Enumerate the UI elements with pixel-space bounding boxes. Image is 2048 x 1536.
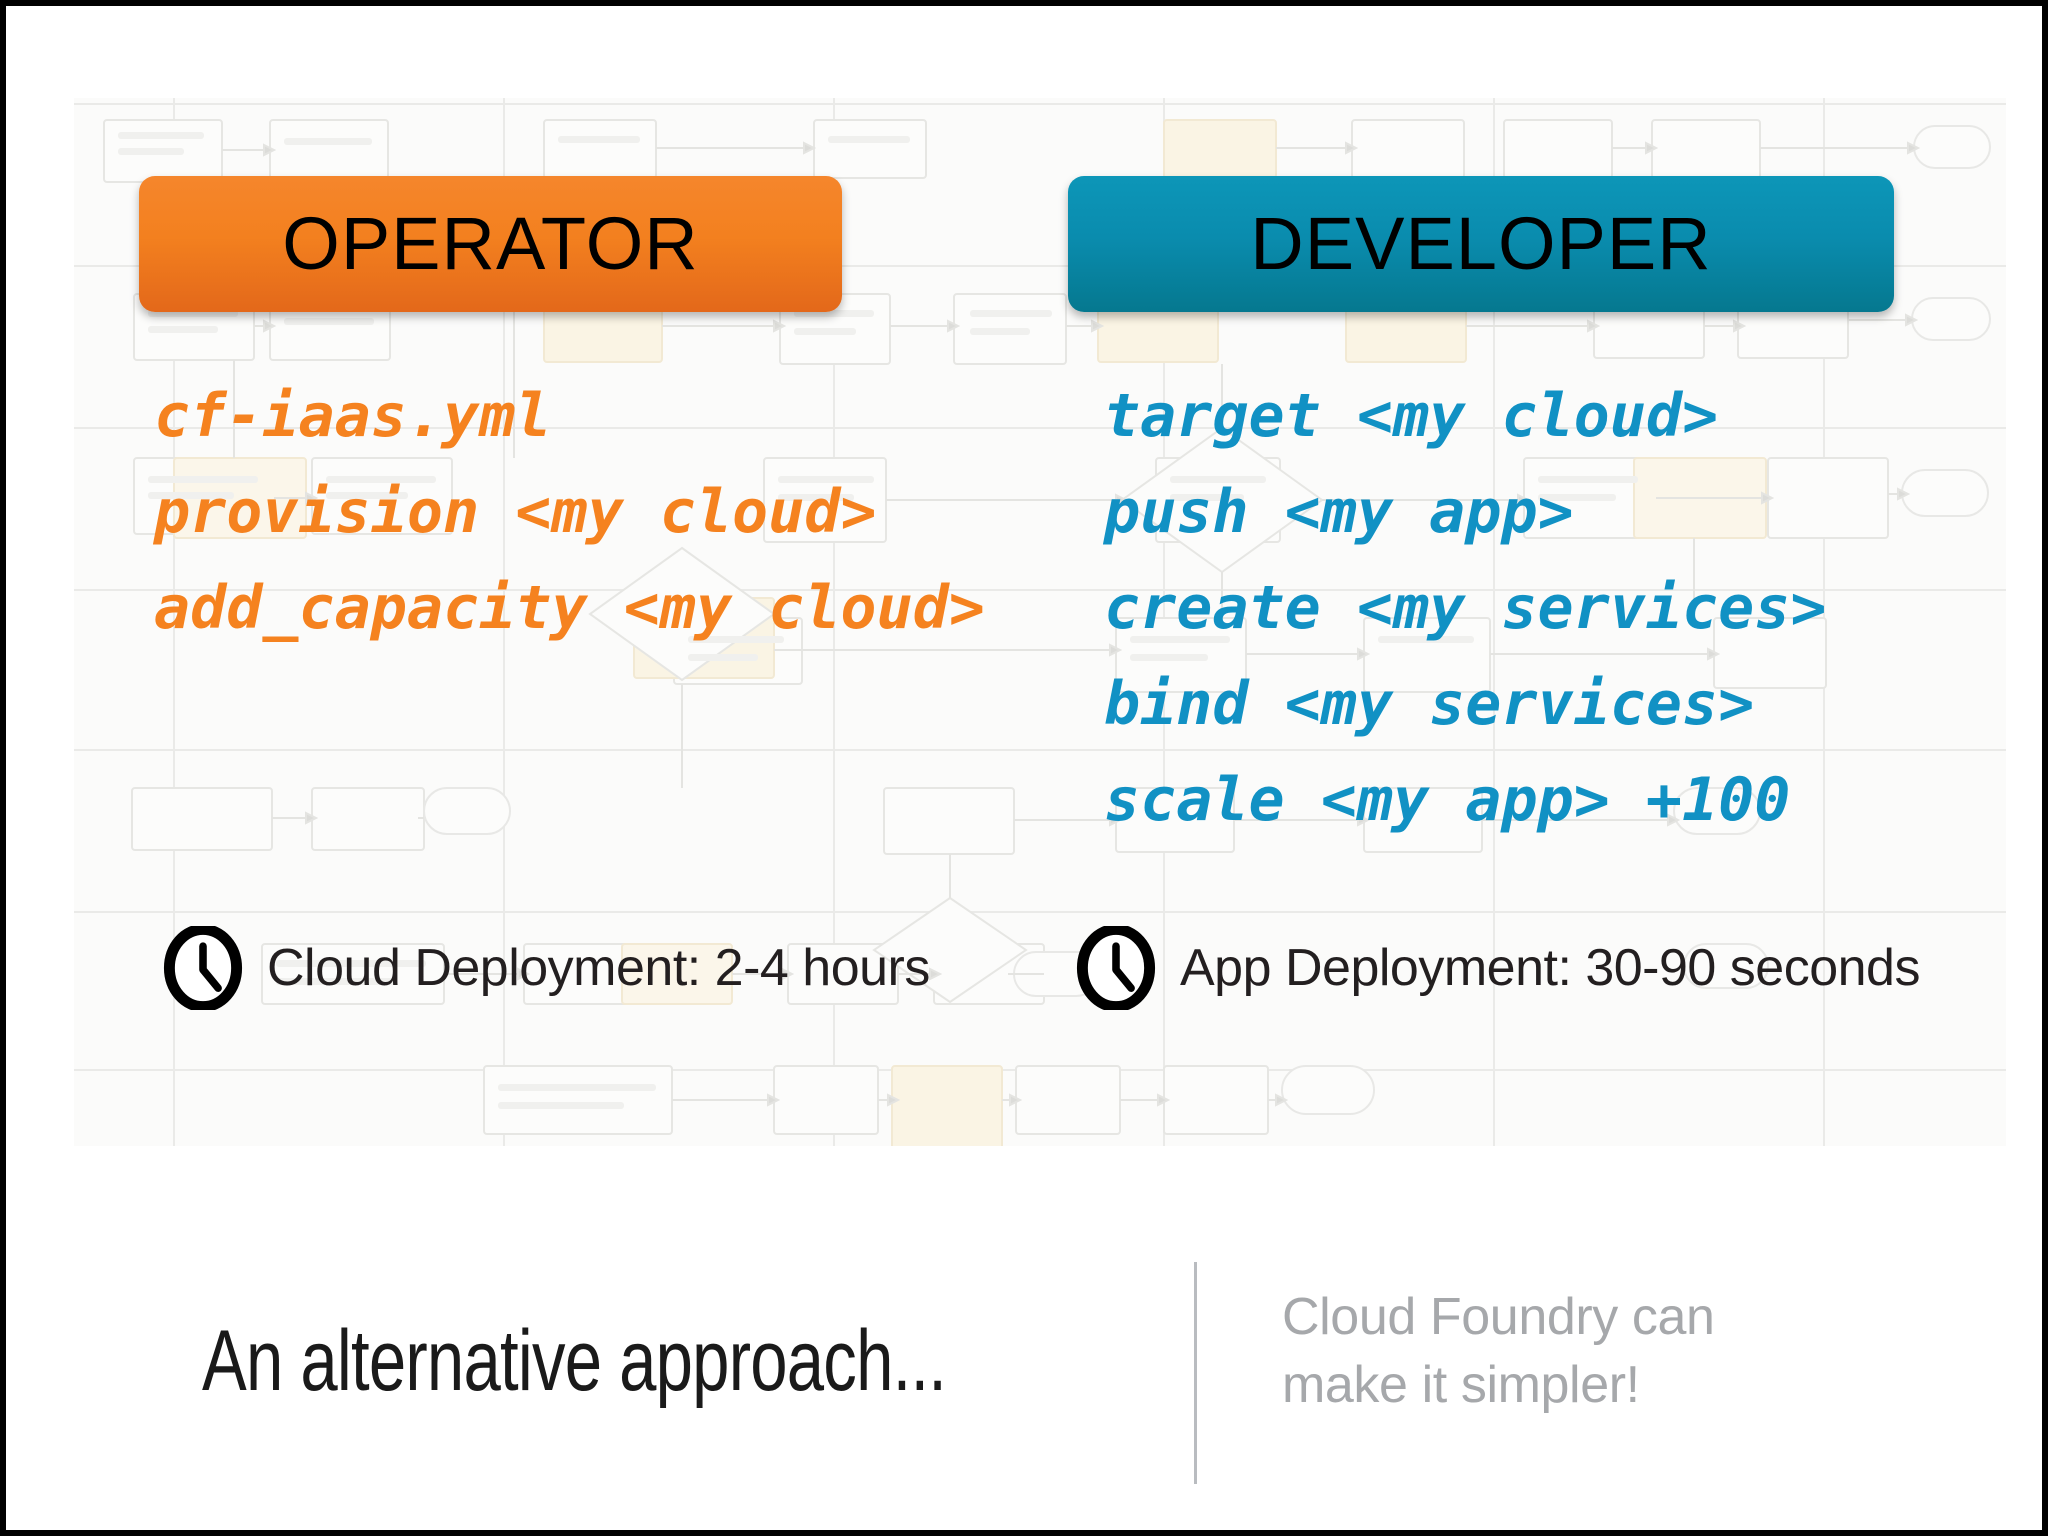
footer-divider [1194, 1262, 1197, 1484]
footer-tagline: Cloud Foundry can make it simpler! [1282, 1284, 1715, 1419]
developer-command-1: target <my cloud> [1104, 381, 1719, 451]
role-banner-developer[interactable]: DEVELOPER [1068, 176, 1894, 312]
developer-command-2: push <my app> [1104, 477, 1574, 547]
footer-tagline-line-2: make it simpler! [1282, 1355, 1640, 1414]
footer-tagline-line-1: Cloud Foundry can [1282, 1288, 1715, 1346]
role-banner-developer-label: DEVELOPER [1250, 202, 1712, 285]
developer-command-5: scale <my app> +100 [1104, 765, 1791, 835]
role-banner-operator[interactable]: OPERATOR [139, 176, 842, 312]
slide-caption: An alternative approach... [202, 1313, 947, 1409]
operator-deployment-label: Cloud Deployment: 2-4 hours [267, 939, 930, 997]
operator-command-1: cf-iaas.yml [154, 381, 552, 451]
operator-command-2: provision <my cloud> [154, 477, 877, 547]
developer-command-list: target <my cloud> push <my app> create <… [1104, 386, 1904, 866]
operator-deployment-note: Cloud Deployment: 2-4 hours [161, 926, 930, 1010]
operator-command-3: add_capacity <my cloud> [154, 573, 985, 643]
developer-command-3: create <my services> [1104, 573, 1827, 643]
developer-command-4: bind <my services> [1104, 669, 1755, 739]
clock-icon [1076, 926, 1156, 1010]
developer-deployment-note: App Deployment: 30-90 seconds [1074, 926, 1920, 1010]
role-banner-operator-label: OPERATOR [282, 202, 699, 285]
operator-command-list: cf-iaas.yml provision <my cloud> add_cap… [154, 381, 985, 674]
clock-icon [163, 926, 243, 1010]
developer-deployment-label: App Deployment: 30-90 seconds [1180, 939, 1920, 997]
